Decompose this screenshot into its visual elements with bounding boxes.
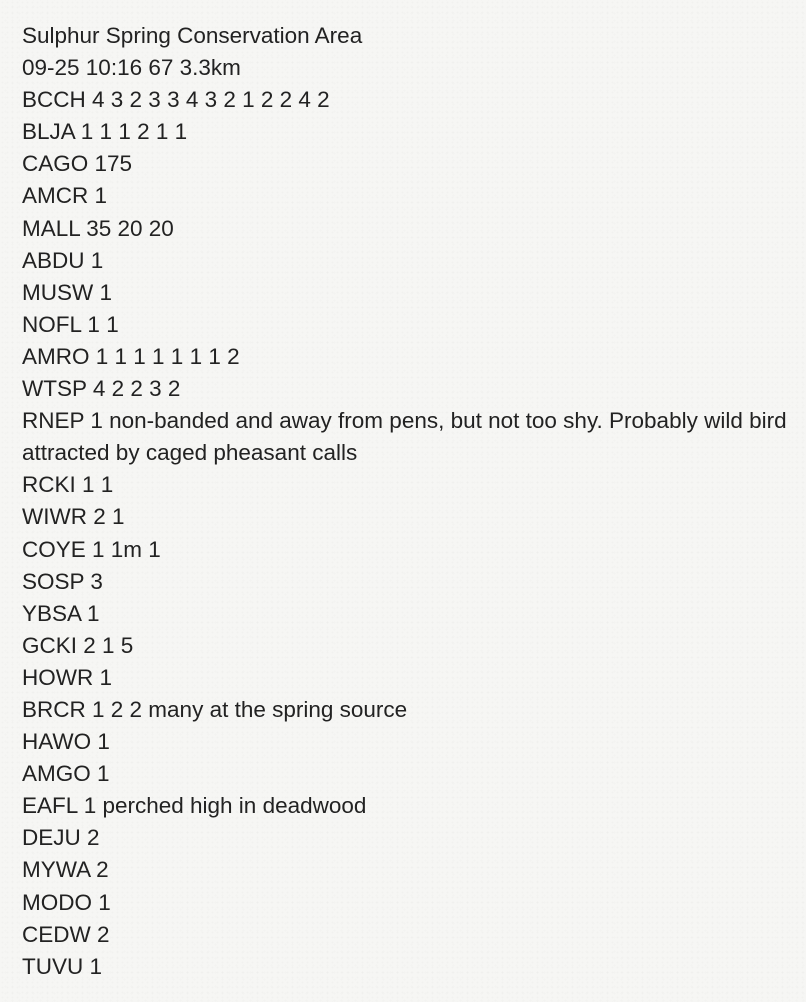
note-line-wiwr: WIWR 2 1: [22, 504, 125, 530]
note-line-blja: BLJA 1 1 1 2 1 1: [22, 119, 188, 145]
note-line-rnep: RNEP 1 non-banded and away from pens, bu…: [22, 408, 787, 466]
note-line-tuvu: TUVU 1: [22, 953, 103, 979]
note-line-cedw: CEDW 2: [22, 921, 110, 947]
note-line-bcch: BCCH 4 3 2 3 3 4 3 2 1 2 2 4 2: [22, 87, 330, 113]
note-line-deju: DEJU 2: [22, 825, 100, 851]
note-line-coye: COYE 1 1m 1: [22, 536, 161, 562]
note-line-sosp: SOSP 3: [22, 568, 103, 594]
note-line-cago: CAGO 175: [22, 151, 133, 177]
note-line-amgo: AMGO 1: [22, 761, 110, 787]
note-line-musw: MUSW 1: [22, 279, 112, 305]
note-line-brcr: BRCR 1 2 2 many at the spring source: [22, 696, 408, 722]
note-line-wtsp: WTSP 4 2 2 3 2: [22, 376, 181, 402]
note-line-mall: MALL 35 20 20: [22, 215, 174, 241]
note-line-modo: MODO 1: [22, 889, 111, 915]
note-line-amcr: AMCR 1: [22, 183, 108, 209]
note-line-howr: HOWR 1: [22, 664, 112, 690]
note-line-amro: AMRO 1 1 1 1 1 1 1 2: [22, 343, 240, 369]
note-date-time-line: 09-25 10:16 67 3.3km: [22, 55, 241, 81]
note-line-mywa: MYWA 2: [22, 857, 109, 883]
note-line-gcki: GCKI 2 1 5: [22, 632, 134, 658]
note-line-rcki: RCKI 1 1: [22, 472, 114, 498]
note-title: Sulphur Spring Conservation Area: [22, 23, 363, 48]
note-line-abdu: ABDU 1: [22, 247, 104, 273]
note-line-ybsa: YBSA 1: [22, 600, 100, 626]
note-line-nofl: NOFL 1 1: [22, 311, 119, 337]
note-line-eafl: EAFL 1 perched high in deadwood: [22, 793, 367, 819]
note-line-hawo: HAWO 1: [22, 729, 110, 755]
